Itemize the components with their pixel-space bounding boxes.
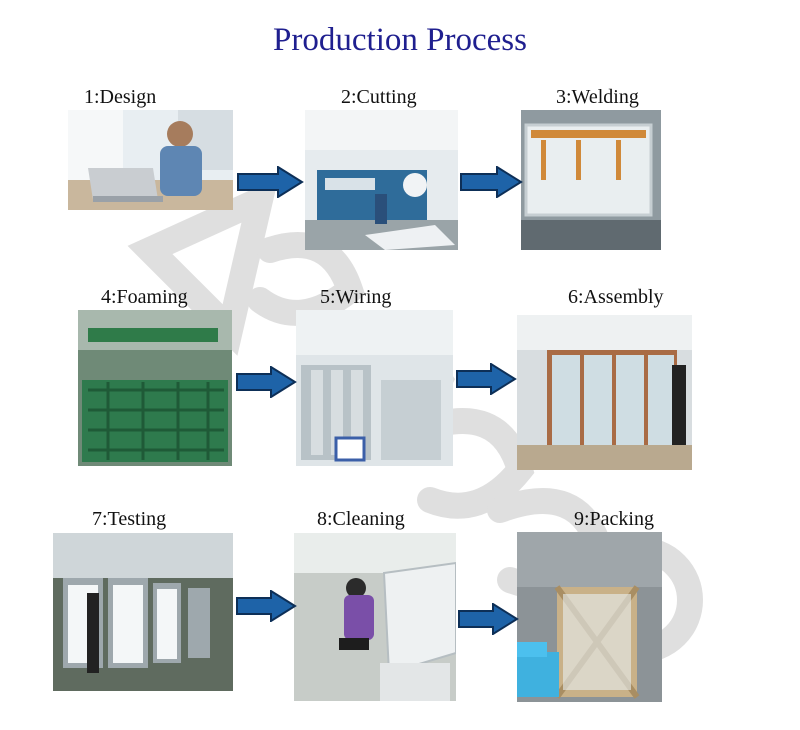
- wiring-photo: [296, 310, 453, 466]
- arrow-2-to-3-icon: [460, 166, 523, 198]
- cleaning-photo: [294, 533, 456, 701]
- arrow-4-to-5-icon: [236, 366, 297, 398]
- welding-photo: [521, 110, 661, 250]
- step-label-welding: 3:Welding: [556, 86, 639, 108]
- step-label-packing: 9:Packing: [574, 508, 654, 530]
- cutting-photo: [305, 110, 458, 250]
- foaming-photo: [78, 310, 232, 466]
- arrow-5-to-6-icon: [456, 363, 517, 395]
- step-label-foaming: 4:Foaming: [101, 286, 188, 308]
- arrow-8-to-9-icon: [458, 603, 519, 635]
- assembly-photo: [517, 315, 692, 470]
- step-label-design: 1:Design: [84, 86, 157, 108]
- step-label-assembly: 6:Assembly: [568, 286, 664, 308]
- arrow-7-to-8-icon: [236, 590, 297, 622]
- design-photo: [68, 110, 233, 210]
- arrow-1-to-2-icon: [237, 166, 304, 198]
- step-label-cutting: 2:Cutting: [341, 86, 417, 108]
- step-label-cleaning: 8:Cleaning: [317, 508, 405, 530]
- testing-photo: [53, 533, 233, 691]
- page-title: Production Process: [273, 22, 527, 58]
- packing-photo: [517, 532, 662, 702]
- step-label-testing: 7:Testing: [92, 508, 167, 530]
- step-label-wiring: 5:Wiring: [320, 286, 392, 308]
